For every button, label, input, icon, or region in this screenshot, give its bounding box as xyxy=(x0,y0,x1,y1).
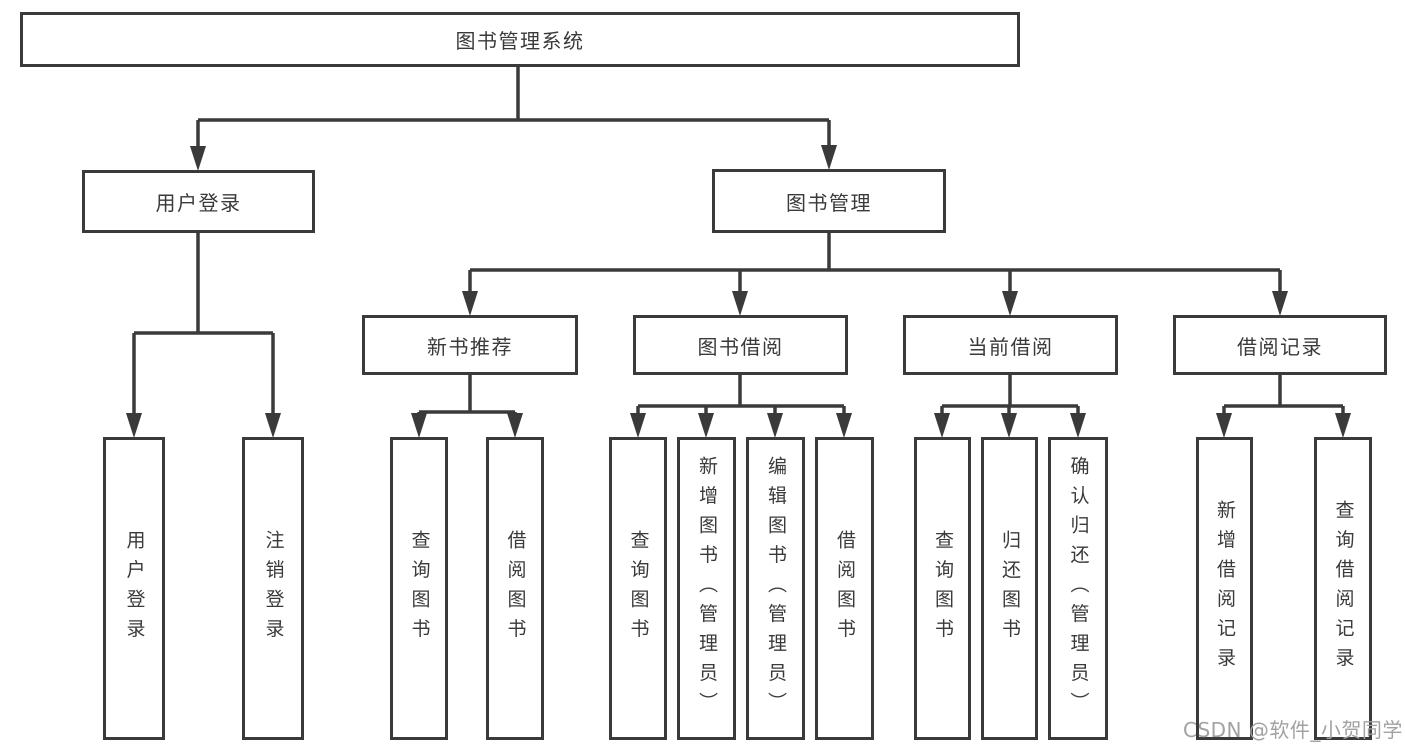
node-user-login: 用户登录 xyxy=(82,170,315,233)
leaf-logout: 注销登录 xyxy=(242,437,304,740)
leaf-cb-query-books: 查询图书 xyxy=(914,437,971,740)
node-current-borrow: 当前借阅 xyxy=(903,315,1118,375)
leaf-nbr-query-books: 查询图书 xyxy=(390,437,448,740)
leaf-cb-confirm-return-label: 确认归还（管理员） xyxy=(1067,455,1090,722)
node-root-label: 图书管理系统 xyxy=(455,29,585,53)
leaf-bb-edit-books: 编辑图书（管理员） xyxy=(746,437,805,740)
leaf-nbr-borrow-books-label: 借阅图书 xyxy=(504,529,527,648)
node-new-book-recommend-label: 新书推荐 xyxy=(427,334,513,359)
leaf-br-query-record-label: 查询借阅记录 xyxy=(1332,500,1355,677)
leaf-nbr-query-books-label: 查询图书 xyxy=(408,529,431,648)
node-root: 图书管理系统 xyxy=(20,12,1020,67)
node-book-borrow: 图书借阅 xyxy=(633,315,848,375)
leaf-bb-borrow-books-label: 借阅图书 xyxy=(834,529,856,648)
leaf-bb-query-books: 查询图书 xyxy=(609,437,667,740)
leaf-br-add-record: 新增借阅记录 xyxy=(1196,437,1253,740)
leaf-br-add-record-label: 新增借阅记录 xyxy=(1214,500,1236,677)
leaf-bb-add-books-label: 新增图书（管理员） xyxy=(696,455,718,722)
leaf-bb-edit-books-label: 编辑图书（管理员） xyxy=(765,455,787,722)
node-book-management: 图书管理 xyxy=(712,169,946,233)
node-user-login-label: 用户登录 xyxy=(155,191,242,215)
node-borrow-records: 借阅记录 xyxy=(1173,315,1387,375)
leaf-bb-query-books-label: 查询图书 xyxy=(627,529,650,648)
leaf-br-query-record: 查询借阅记录 xyxy=(1314,437,1372,740)
leaf-cb-query-books-label: 查询图书 xyxy=(932,529,954,648)
leaf-user-login-label: 用户登录 xyxy=(123,529,146,648)
node-new-book-recommend: 新书推荐 xyxy=(362,315,578,375)
node-book-borrow-label: 图书借阅 xyxy=(697,334,784,359)
node-book-management-label: 图书管理 xyxy=(786,190,872,215)
leaf-cb-return-books-label: 归还图书 xyxy=(999,529,1021,648)
watermark: CSDN @软件_小贺同学 xyxy=(1183,718,1403,742)
leaf-cb-return-books: 归还图书 xyxy=(981,437,1038,740)
leaf-bb-add-books: 新增图书（管理员） xyxy=(677,437,736,740)
leaf-nbr-borrow-books: 借阅图书 xyxy=(486,437,544,740)
leaf-cb-confirm-return: 确认归还（管理员） xyxy=(1048,437,1108,740)
leaf-bb-borrow-books: 借阅图书 xyxy=(815,437,874,740)
leaf-logout-label: 注销登录 xyxy=(262,529,285,648)
node-borrow-records-label: 借阅记录 xyxy=(1237,334,1323,359)
node-current-borrow-label: 当前借阅 xyxy=(967,334,1054,359)
leaf-user-login: 用户登录 xyxy=(103,437,165,740)
